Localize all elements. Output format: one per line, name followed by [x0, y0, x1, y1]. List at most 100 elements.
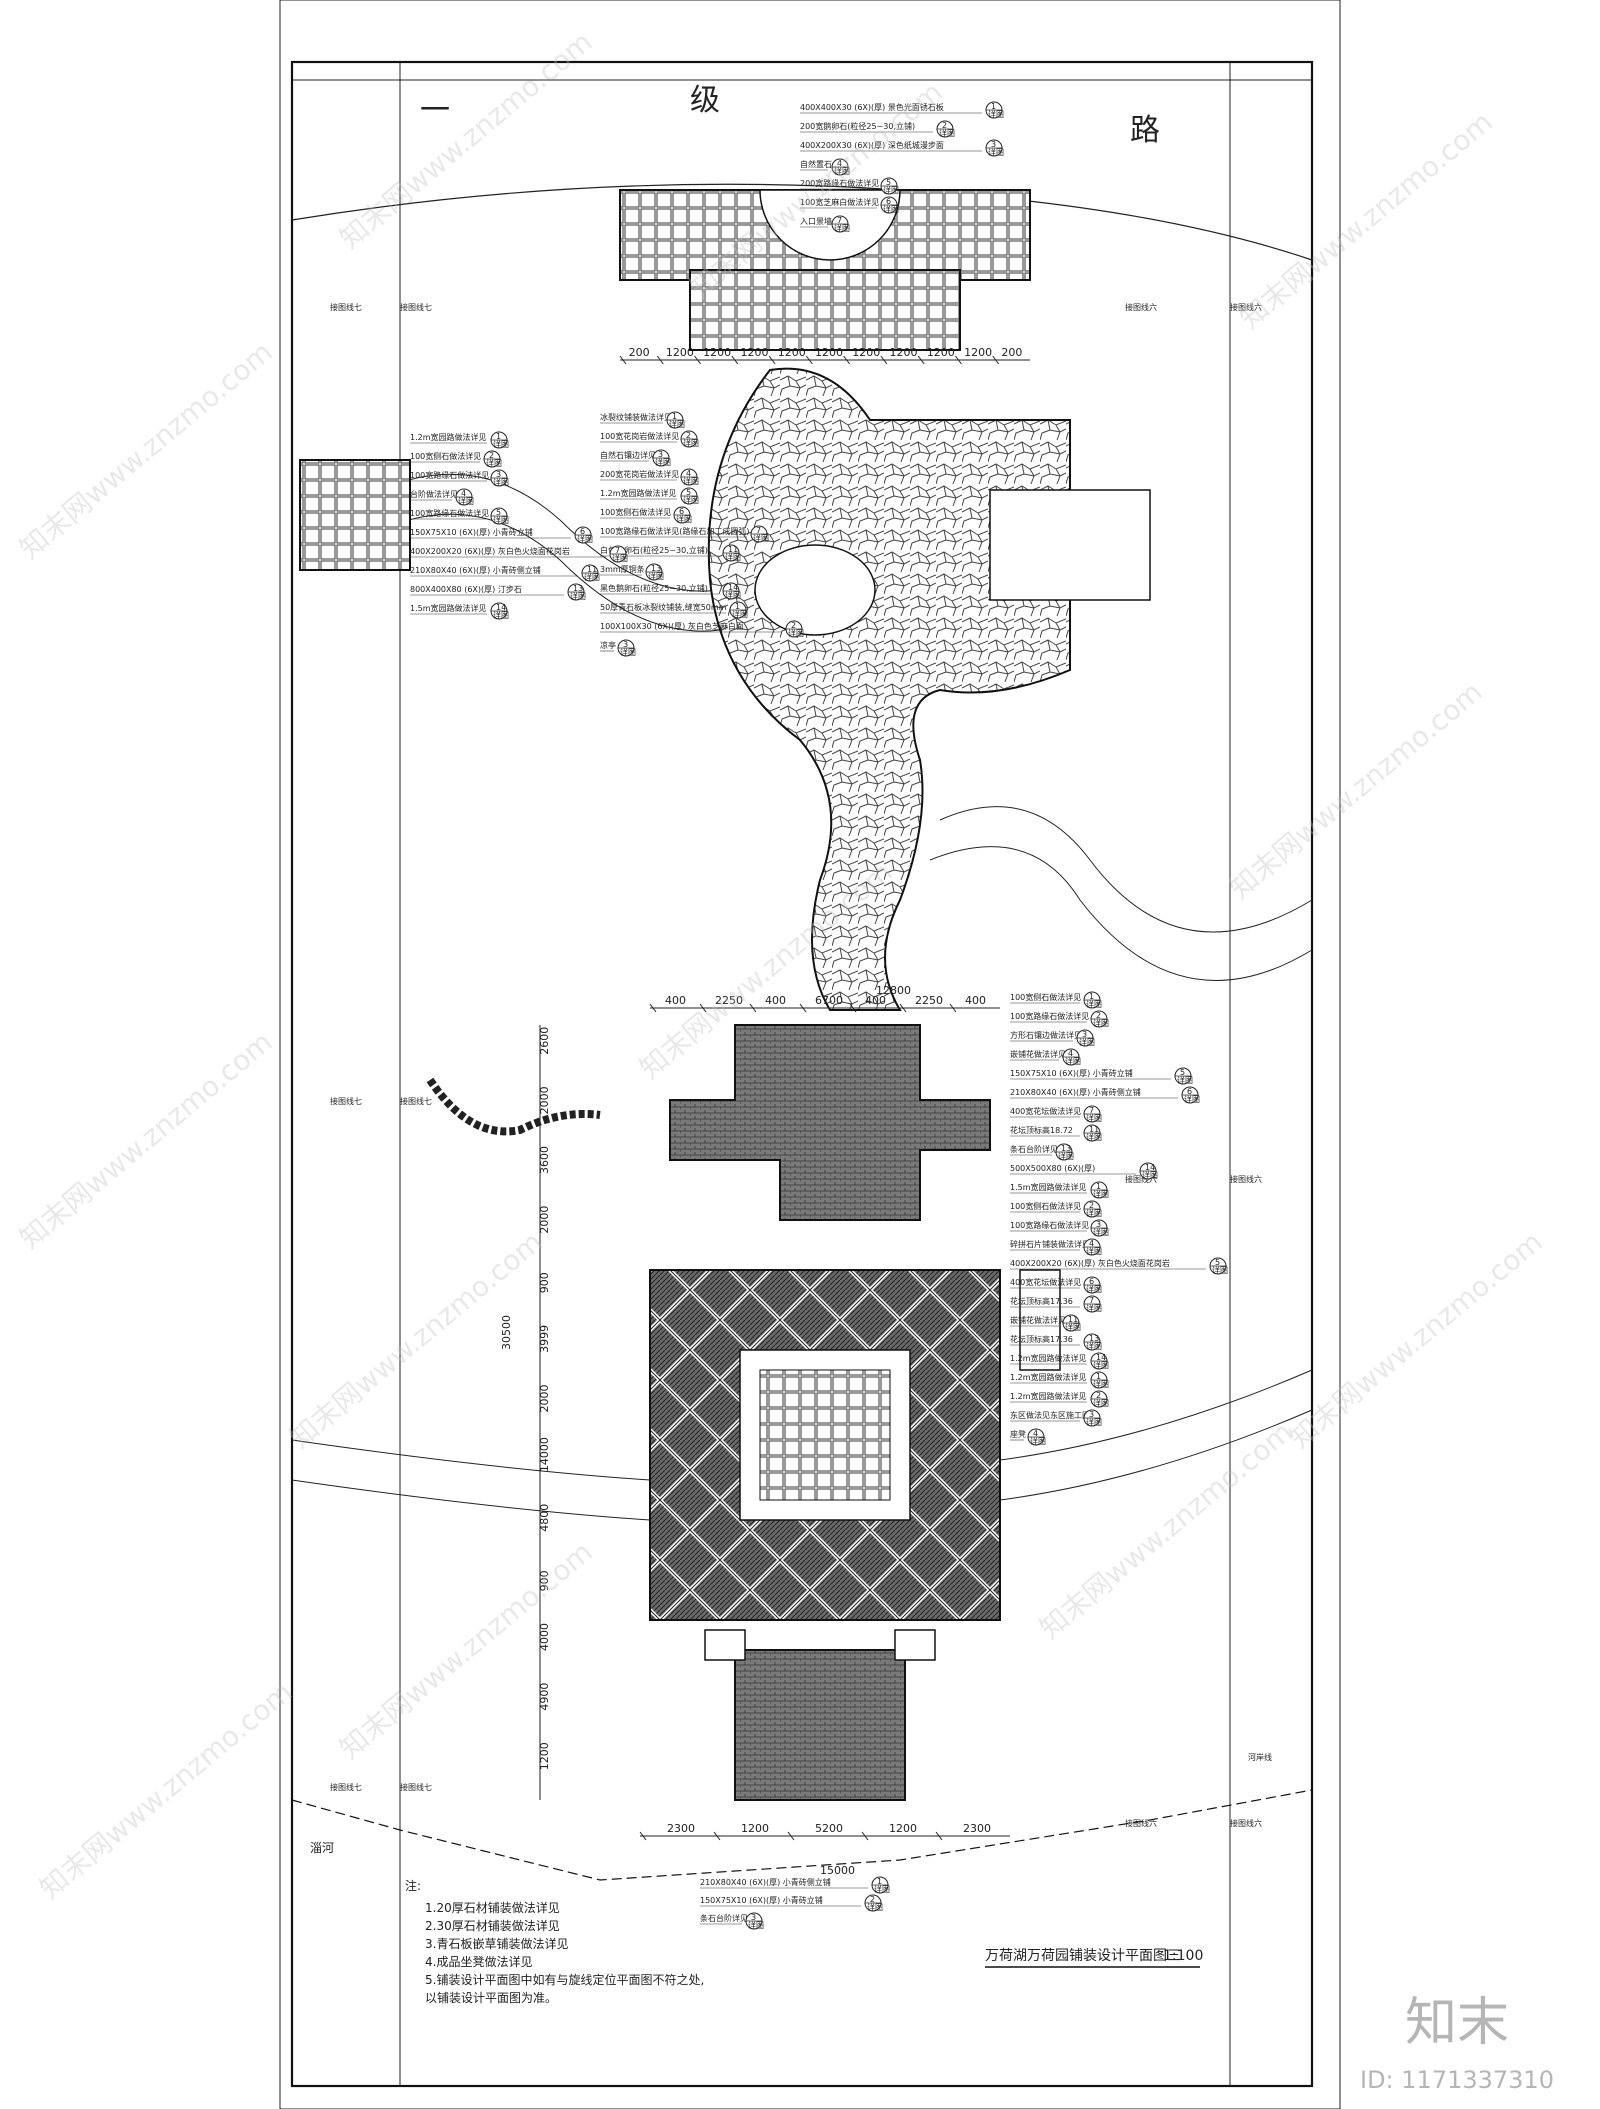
- dimension-top: 1200: [666, 346, 694, 359]
- callout-label: 400宽花坛做法详见: [1010, 1277, 1081, 1287]
- match-line-seven-bot-a: 接图线七: [330, 1782, 362, 1792]
- ref-symbol-number: 13: [573, 584, 583, 593]
- dimension-left-column: 900: [538, 1570, 551, 1591]
- ref-symbol-number: 1: [735, 602, 740, 611]
- callout-label: 100宽侧石做法详见: [410, 451, 481, 461]
- dimension-top: 1200: [890, 346, 918, 359]
- ref-symbol-number: 2: [489, 451, 494, 460]
- callout-label: 100宽路缘石做法详见: [410, 470, 489, 480]
- ref-symbol-sheet: 详图: [458, 496, 474, 506]
- callout-label: 白色鹅卵石(粒径25~30,立铺): [600, 545, 708, 555]
- ref-symbol-sheet: 详图: [1086, 1246, 1102, 1256]
- callout-label: 方形石镶边做法详见: [1010, 1030, 1082, 1040]
- callout-label: 400X200X20 (6X)(厚) 灰白色火烧面花岗岩: [1010, 1258, 1170, 1268]
- callout-label: 50厚青石板冰裂纹铺装,缝宽50mm: [600, 602, 727, 612]
- dimension-left-column: 3999: [538, 1325, 551, 1353]
- match-line-six-bot-a: 接图线六: [1125, 1818, 1157, 1828]
- dimension-top: 1200: [852, 346, 880, 359]
- ref-symbol-number: 6: [679, 507, 684, 516]
- callout-label: 100宽芝麻白做法详见: [800, 197, 879, 207]
- ref-symbol-sheet: 详图: [493, 439, 509, 449]
- callout-label: 嵌铺花做法详见: [1010, 1049, 1066, 1059]
- match-line-seven-mid-a: 接图线七: [330, 1096, 362, 1106]
- match-line-seven-mid-b: 接图线七: [400, 1096, 432, 1106]
- ref-symbol-number: 7: [1089, 1296, 1094, 1305]
- callout-label: 入口景墙: [800, 216, 832, 226]
- dimension-bottom: 1200: [889, 1822, 917, 1835]
- dimension-bottom: 2300: [963, 1822, 991, 1835]
- dimension-middle: 2250: [915, 994, 943, 1007]
- callout-label: 100宽路缘石做法详见: [410, 508, 489, 518]
- dimension-bottom: 2300: [667, 1822, 695, 1835]
- ref-symbol-number: 1: [991, 102, 996, 111]
- callout-label: 座凳: [1010, 1429, 1026, 1439]
- ref-symbol-number: 3: [623, 640, 628, 649]
- callout-label: 210X80X40 (6X)(厚) 小青砖侧立铺: [410, 565, 541, 575]
- drawing-scale: 1:100: [1163, 1948, 1203, 1964]
- ref-symbol-sheet: 详图: [676, 514, 692, 524]
- ref-symbol-sheet: 详图: [988, 147, 1004, 157]
- ref-symbol-number: 6: [1187, 1087, 1192, 1096]
- callout-label: 黑色鹅卵石(粒径25~30,立铺): [600, 583, 708, 593]
- ref-symbol-sheet: 详图: [725, 590, 741, 600]
- ref-symbol-sheet: 详图: [486, 458, 502, 468]
- dimension-bottom: 1200: [741, 1822, 769, 1835]
- ref-symbol-number: 6: [886, 197, 891, 206]
- ref-symbol-sheet: 详图: [1177, 1075, 1193, 1085]
- match-line-six-mid-a: 接图线六: [1125, 1174, 1157, 1184]
- ref-symbol-sheet: 详图: [1030, 1436, 1046, 1446]
- ref-symbol-sheet: 详图: [732, 609, 748, 619]
- dimension-top: 1200: [778, 346, 806, 359]
- ref-symbol-sheet: 详图: [612, 553, 628, 563]
- road-name-char-1: 一: [420, 93, 450, 128]
- callout-label: 150X75X10 (6X)(厚) 小青砖立铺: [700, 1895, 823, 1905]
- ref-symbol-number: 2: [1089, 1201, 1094, 1210]
- ref-symbol-number: 4: [1089, 1239, 1094, 1248]
- ref-symbol-number: 13: [1089, 1334, 1099, 1343]
- callout-label: 3mm厚铜条: [600, 564, 645, 574]
- callout-label: 200宽路缘石做法详见: [800, 178, 879, 188]
- notes-header: 注:: [405, 1878, 421, 1893]
- note-item: 3.青石板嵌草铺装做法详见: [425, 1936, 568, 1951]
- callout-label: 100宽侧石做法详见: [1010, 1201, 1081, 1211]
- dimension-left-column: 4000: [538, 1623, 551, 1651]
- ref-symbol-sheet: 详图: [748, 1920, 764, 1930]
- dimension-total-bottom: 15000: [820, 1864, 855, 1877]
- ref-symbol-number: 4: [1068, 1049, 1073, 1058]
- ref-symbol-number: 1: [1096, 1182, 1101, 1191]
- ref-symbol-sheet: 详图: [1093, 1227, 1109, 1237]
- watermark-text: 知末网www.znzmo.com: [1033, 1415, 1298, 1645]
- callout-label: 400宽花坛做法详见: [1010, 1106, 1081, 1116]
- callout-label: 凉亭: [600, 640, 616, 650]
- dimension-middle: 400: [765, 994, 786, 1007]
- callout-label: 花坛顶标高18.72: [1010, 1125, 1073, 1135]
- ref-symbol-sheet: 详图: [788, 628, 804, 638]
- ref-symbol-number: 5: [1180, 1068, 1185, 1077]
- dimension-left-column: 4900: [538, 1683, 551, 1711]
- ref-symbol-sheet: 详图: [1086, 1113, 1102, 1123]
- ref-symbol-sheet: 详图: [883, 204, 899, 214]
- ref-symbol-sheet: 详图: [1065, 1056, 1081, 1066]
- match-line-seven-bot-b: 接图线七: [400, 1782, 432, 1792]
- callout-label: 1.2m宽园路做法详见: [1010, 1353, 1087, 1363]
- callout-label: 冰裂纹铺装做法详见: [600, 412, 672, 422]
- ref-symbol-sheet: 详图: [669, 419, 685, 429]
- callout-label: 花坛顶标高17.36: [1010, 1334, 1073, 1344]
- ref-symbol-sheet: 详图: [620, 647, 636, 657]
- callout-label: 200宽鹅卵石(粒径25~30,立铺): [800, 121, 915, 131]
- ref-symbol-number: 11: [1068, 1315, 1078, 1324]
- note-item: 4.成品坐凳做法详见: [425, 1954, 532, 1969]
- ref-symbol-number: 3: [991, 140, 996, 149]
- callout-label: 400X200X30 (6X)(厚) 深色纸城漫步面: [800, 140, 944, 150]
- dimension-bottom: 5200: [815, 1822, 843, 1835]
- ref-symbol-sheet: 详图: [1184, 1094, 1200, 1104]
- callout-label: 100宽侧石做法详见: [600, 507, 671, 517]
- callout-label: 210X80X40 (6X)(厚) 小青砖侧立铺: [1010, 1087, 1141, 1097]
- brand-id: ID: 1171337310: [1360, 2066, 1554, 2094]
- river-bank-line: 河岸线: [1248, 1752, 1272, 1762]
- dimension-left-column: 2000: [538, 1206, 551, 1234]
- dimensions-bottom-width: 2300 1200 5200 1200 2300: [639, 1822, 1010, 1841]
- callout-label: 800X400X80 (6X)(厚) 汀步石: [410, 585, 522, 594]
- callout-label: 200宽花岗岩做法详见: [600, 469, 679, 479]
